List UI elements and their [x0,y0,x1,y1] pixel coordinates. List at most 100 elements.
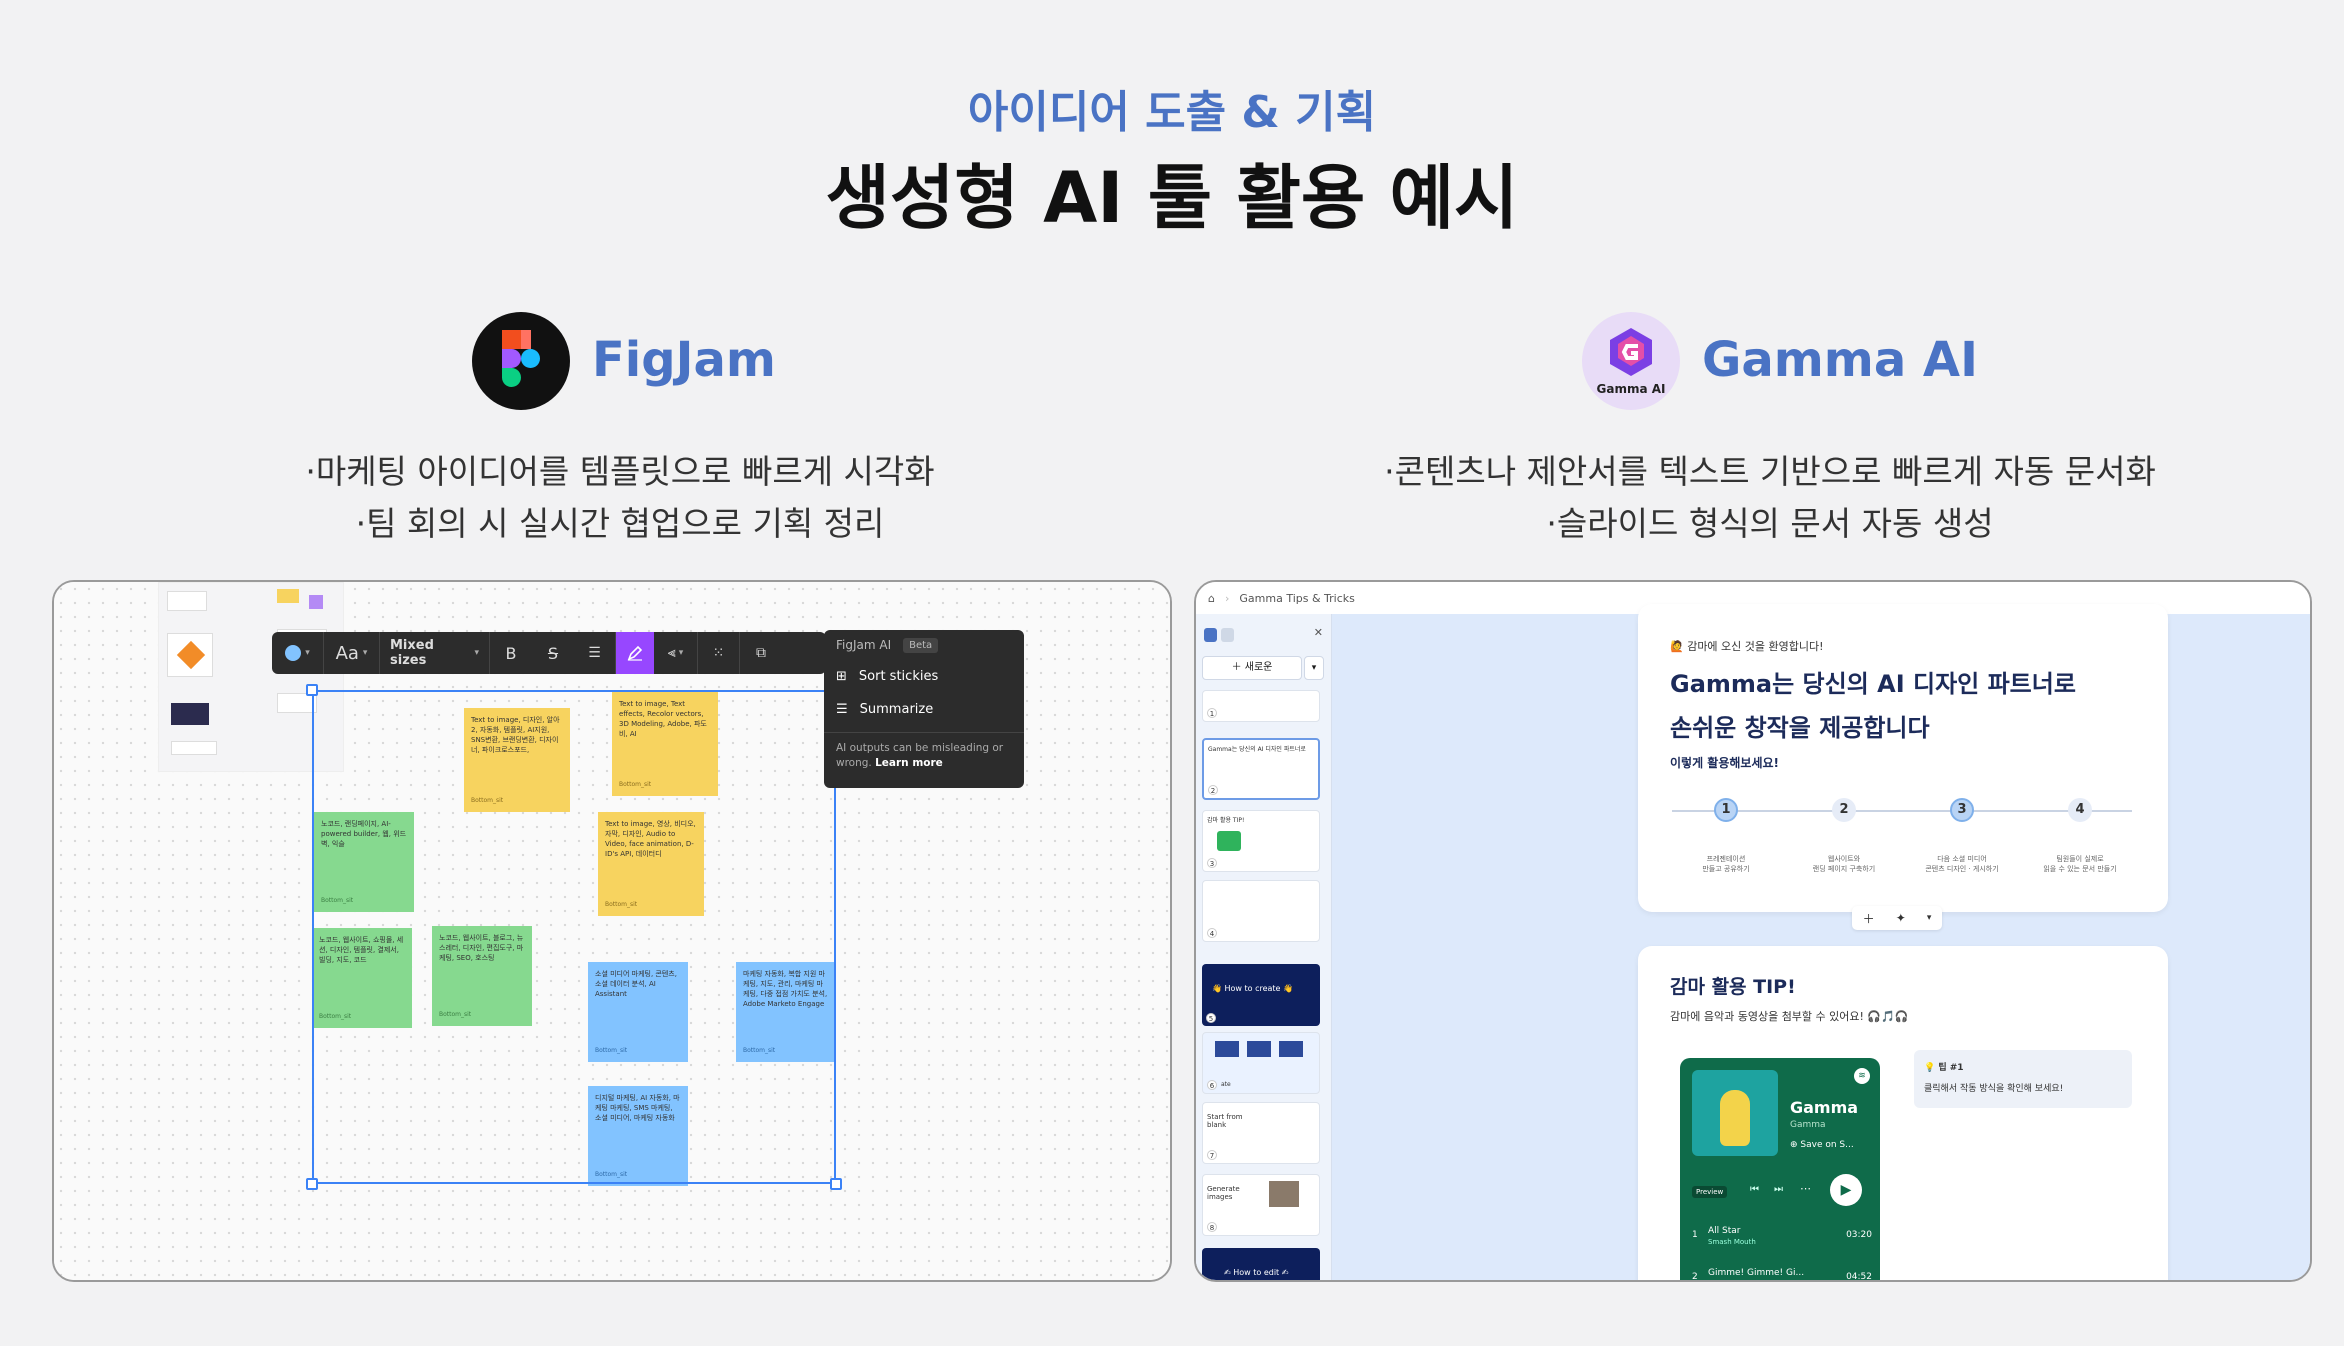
chevron-down-icon[interactable]: ▾ [1304,656,1324,680]
add-card-control[interactable]: ＋ ✦ ▾ [1852,906,1942,930]
sticky-note[interactable]: Text to image, 영상, 비디오, 자막, 디자인, Audio t… [598,812,704,916]
sparkle-icon[interactable]: ✦ [1895,911,1906,925]
figjam-bullet-2: ·팀 회의 시 실시간 협업으로 기획 정리 [355,504,885,543]
figjam-bullet-1: ·마케팅 아이디어를 템플릿으로 빠르게 시각화 [305,452,935,491]
sticky-note[interactable]: 노코드, 랜딩페이지, AI-powered builder, 웹, 위드벽, … [314,812,414,912]
grid-icon[interactable]: ⁙ [698,632,740,674]
spotify-embed[interactable]: ≋ Gamma Gamma ⊕ Save on S... Preview ⏮ ⏭… [1680,1058,1880,1282]
sort-grid-icon: ⊞ [836,669,847,684]
slide-thumbnail[interactable]: ate 6 [1202,1032,1320,1094]
album-art [1692,1070,1778,1156]
preview-badge: Preview [1692,1186,1728,1198]
ai-menu-title: FigJam AI [836,638,892,652]
figjam-ai-menu: FigJam AI Beta ⊞ Sort stickies ☰ Summari… [824,630,1024,788]
gamma-bullet-1: ·콘텐츠나 제안서를 텍스트 기반으로 빠르게 자동 문서화 [1384,452,2156,491]
slide-thumbnail[interactable]: 4 [1202,880,1320,942]
player-subtitle: Gamma [1790,1120,1826,1130]
gamma-card[interactable]: 🙋 감마에 오신 것을 환영합니다! Gamma는 당신의 AI 디자인 파트너… [1638,604,2168,912]
plus-icon[interactable]: ＋ [1862,911,1875,926]
ai-disclaimer: AI outputs can be misleading or wrong. [836,742,1004,769]
gamma-logo-text: Gamma AI [1596,382,1666,396]
track-row[interactable]: 1 All Star Smash Mouth 03:20 [1692,1226,1872,1246]
sticky-note[interactable]: 마케팅 자동화, 복합 지원 마케팅, 지도, 관리, 마케팅 마케팅, 다중 … [736,962,836,1062]
sticky-note[interactable]: 소셜 미디어 마케팅, 콘텐츠, 소셜 데이터 분석, AI Assistant… [588,962,688,1062]
resize-handle[interactable] [306,1178,318,1190]
gamma-bullets: ·콘텐츠나 제안서를 텍스트 기반으로 빠르게 자동 문서화 ·슬라이드 형식의… [1280,446,2260,550]
frame-icon[interactable]: ⧉ [756,645,766,661]
step-circle: 4 [2068,798,2092,822]
list-view-icon[interactable] [1221,628,1234,642]
thumbnail-view-icon[interactable] [1204,628,1217,642]
sticky-note[interactable]: 디지털 마케팅, AI 자동화, 마케팅 마케팅, SMS 마케팅, 소셜 미디… [588,1086,688,1186]
ai-pen-icon[interactable] [616,632,654,674]
resize-handle[interactable] [830,1178,842,1190]
spotify-logo-icon: ≋ [1854,1068,1870,1084]
sticky-note[interactable]: 노코드, 웹사이트, 쇼핑몰, 세션, 디자인, 템플릿, 결제서, 빌딩, 지… [312,928,412,1028]
step-circle: 1 [1714,798,1738,822]
play-icon[interactable]: ▶ [1830,1174,1862,1206]
home-icon[interactable]: ⌂ [1208,591,1215,605]
prev-icon[interactable]: ⏮ [1750,1184,1759,1195]
bold-button[interactable]: B [505,643,517,663]
font-button[interactable]: Aa▾ [324,632,380,674]
card-subhead: 이렇게 활용해보세요! [1670,756,1780,770]
align-icon[interactable]: ⫷▾ [654,632,698,674]
figjam-bullets: ·마케팅 아이디어를 템플릿으로 빠르게 시각화 ·팀 회의 시 실시간 협업으… [180,446,1060,550]
menu-item-summarize[interactable]: ☰ Summarize [836,702,934,717]
figjam-screenshot: Text to image, 디자인, 알아 2, 자동화, 템플릿, AI지원… [52,580,1172,1282]
more-icon[interactable]: ⋯ [1800,1182,1811,1195]
sticky-note[interactable]: Text to image, Text effects, Recolor vec… [612,692,718,796]
tip-title: 감마 활용 TIP! [1670,976,1796,998]
breadcrumb[interactable]: Gamma Tips & Tricks [1239,591,1355,605]
font-size-dropdown[interactable]: Mixed sizes▾ [380,632,490,674]
chevron-down-icon: ▾ [362,648,368,658]
sticky-note[interactable]: 노코드, 웹사이트, 블로그, 뉴스레터, 디자인, 편집도구, 마케팅, SE… [432,926,532,1026]
strikethrough-button[interactable]: S [547,643,559,663]
resize-handle[interactable] [306,684,318,696]
slide-thumbnail[interactable]: 감마 활용 TIP!3 [1202,810,1320,872]
player-title: Gamma [1790,1098,1859,1117]
tip-card[interactable]: 💡 팁 #1 클릭해서 작동 방식을 확인해 보세요! [1914,1050,2132,1108]
beta-badge: Beta [903,637,939,653]
gamma-logo-icon: Gamma AI [1582,312,1680,410]
gamma-tip-card[interactable]: 감마 활용 TIP! 감마에 음악과 동영상을 첨부할 수 있어요! 🎧🎵🎧 💡… [1638,946,2168,1282]
close-icon[interactable]: ✕ [1313,626,1323,639]
chevron-down-icon[interactable]: ▾ [1926,913,1932,923]
selection-box[interactable] [312,690,836,1184]
sticky-note[interactable]: Text to image, 디자인, 알아 2, 자동화, 템플릿, AI지원… [464,708,570,812]
track-row[interactable]: 2 Gimme! Gimme! Gi... 04:52 [1692,1268,1872,1282]
menu-item-sort-stickies[interactable]: ⊞ Sort stickies [836,669,939,684]
next-icon[interactable]: ⏭ [1774,1184,1783,1195]
figma-logo-icon [472,312,570,410]
gamma-bullet-2: ·슬라이드 형식의 문서 자동 생성 [1546,504,1994,543]
card-headline-2: 손쉬운 창작을 제공합니다 [1670,714,1930,742]
tip-subtitle: 감마에 음악과 동영상을 첨부할 수 있어요! 🎧🎵🎧 [1670,1010,1909,1023]
summary-list-icon: ☰ [836,702,848,717]
section-eyebrow: 아이디어 도출 & 기획 [967,87,1377,138]
steps-line [1672,810,2132,812]
chevron-down-icon: ▾ [305,648,310,658]
save-button[interactable]: ⊕ Save on S... [1790,1140,1854,1150]
slide-thumbnail[interactable]: ✍ How to edit ✍9 [1202,1248,1320,1280]
learn-more-link[interactable]: Learn more [875,757,943,769]
chevron-right-icon: › [1224,591,1230,605]
card-headline-1: Gamma는 당신의 AI 디자인 파트너로 [1670,670,2076,698]
welcome-text: 🙋 감마에 오신 것을 환영합니다! [1670,640,1824,653]
slide-thumbnail[interactable]: 👋 How to create 👋5 [1202,964,1320,1026]
figjam-title: FigJam [592,332,776,388]
list-icon[interactable]: ☰ [574,632,616,674]
new-card-button[interactable]: ＋ 새로운 [1202,656,1302,680]
gamma-screenshot: ⌂ › Gamma Tips & Tricks ✕ ＋ 새로운 ▾ 1 Gamm… [1194,580,2312,1282]
slide-thumbnail[interactable]: 1 [1202,690,1320,722]
gamma-title: Gamma AI [1702,332,1978,388]
color-picker-button[interactable]: ▾ [272,632,324,674]
step-circle: 3 [1950,798,1974,822]
